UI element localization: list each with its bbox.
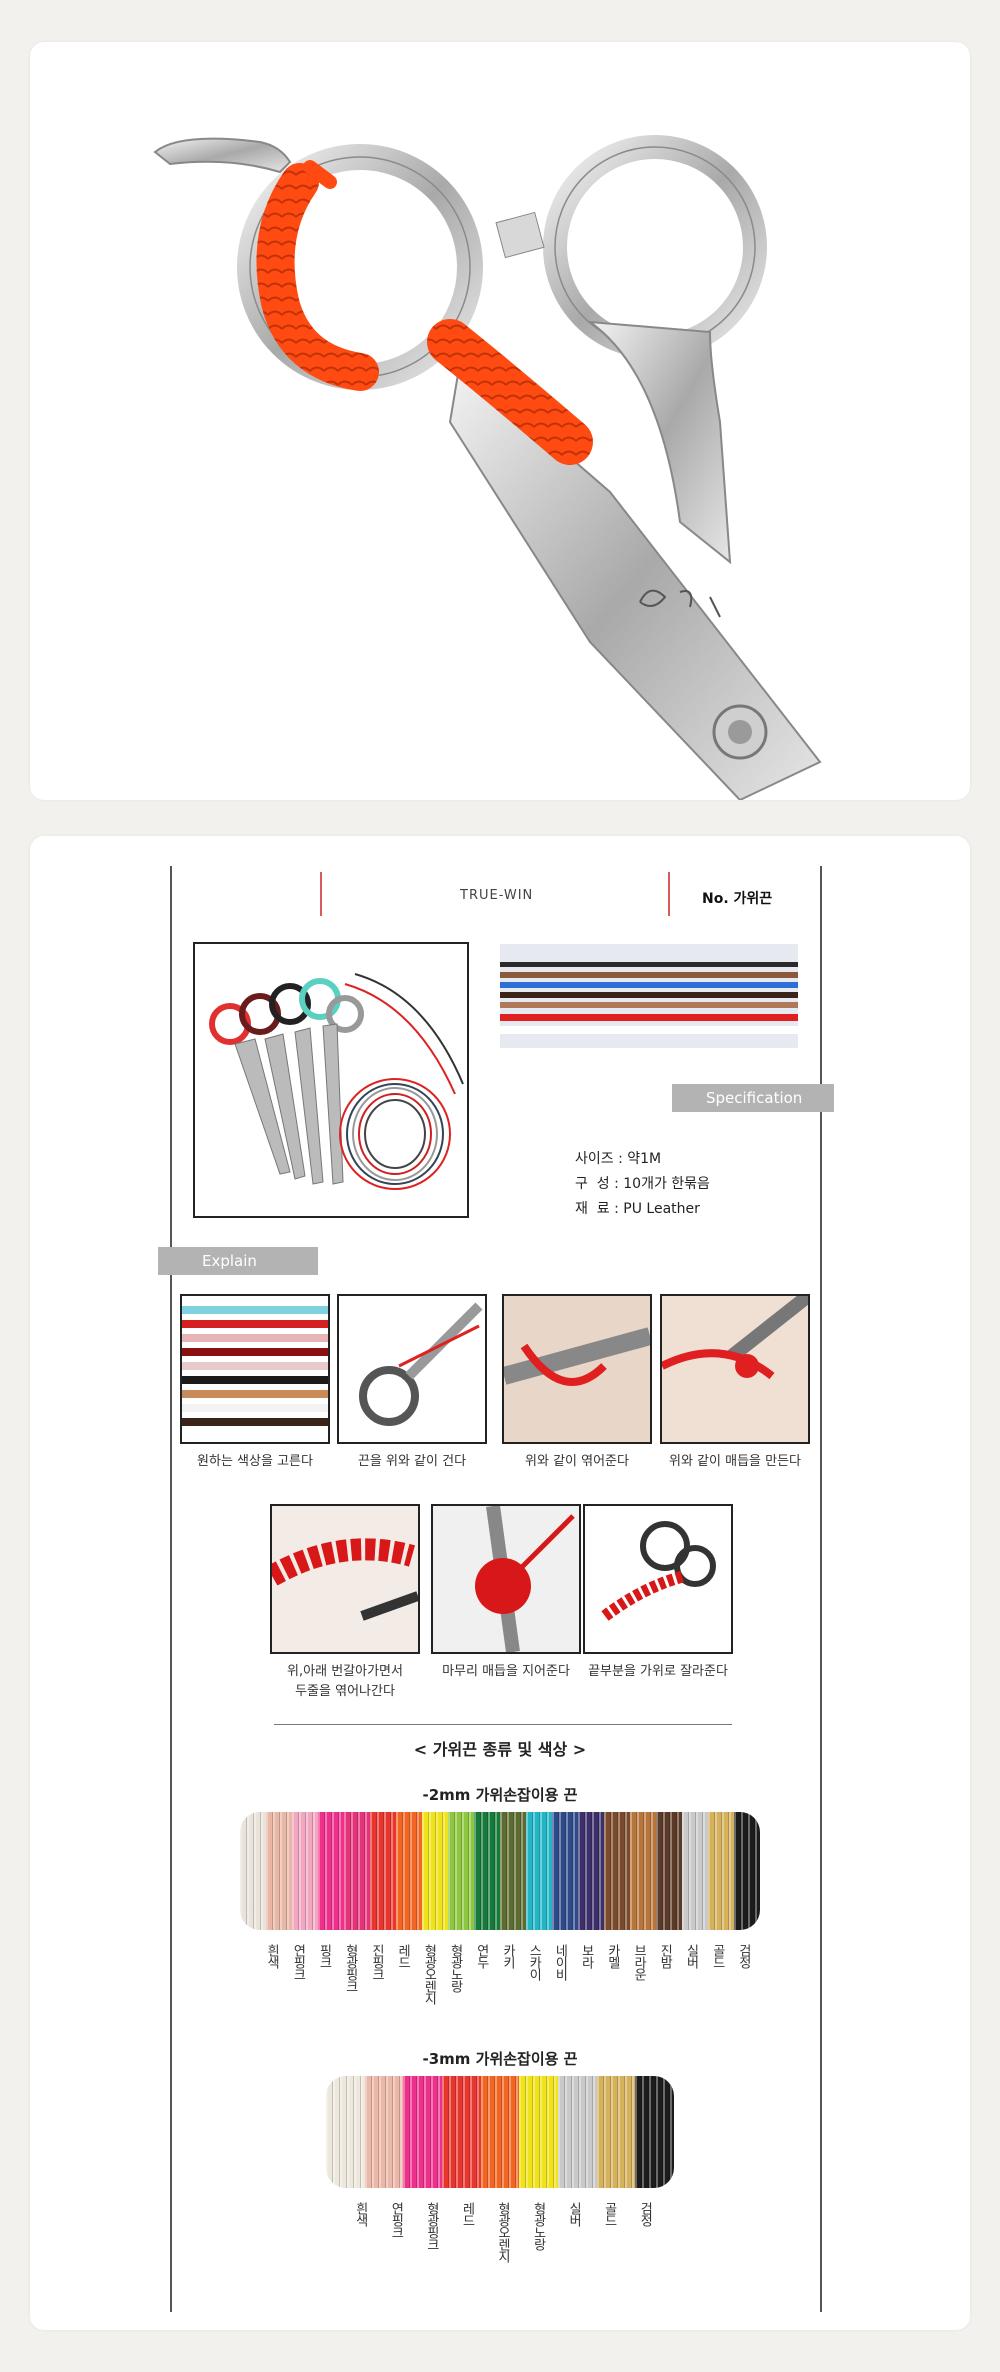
- color-name-label: 흰색: [264, 1944, 280, 1968]
- 2mm-color-band: [240, 1812, 760, 1930]
- color-name-label: 브라운: [631, 1944, 647, 1980]
- cord-color-swatch: [344, 1812, 370, 1930]
- color-name-label: 네이비: [552, 1944, 568, 1980]
- color-name-label: 연두: [473, 1944, 489, 1968]
- cord-color-swatch: [318, 1812, 344, 1930]
- 2mm-title: -2mm 가위손잡이용 끈: [422, 1786, 578, 1804]
- cord-color-swatch: [635, 2076, 674, 2188]
- explain-tag: Explain: [158, 1247, 318, 1275]
- catalog-title: < 가위끈 종류 및 색상 >: [413, 1740, 587, 1759]
- cord-color-swatch: [552, 1812, 578, 1930]
- cord-color-swatch: [708, 1812, 734, 1930]
- step-caption-7: 끝부분을 가위로 잘라준다: [588, 1664, 728, 1679]
- step-caption-1: 원하는 색상을 고른다: [197, 1454, 313, 1469]
- cord-color-swatch: [422, 1812, 448, 1930]
- color-name-label: 진핑크: [368, 1944, 384, 1980]
- product-number: No. 가위끈: [702, 891, 773, 907]
- cord-color-swatch: [682, 1812, 708, 1930]
- product-photo: [193, 942, 469, 1218]
- section-divider: [274, 1724, 732, 1725]
- right-border-line: [820, 866, 822, 2312]
- color-name-label: 연핑크: [388, 2202, 404, 2238]
- cord-color-swatch: [396, 1812, 422, 1930]
- color-name-label: 보라: [578, 1944, 594, 1968]
- color-name-label: 형광오렌지: [421, 1944, 437, 2004]
- cord-color-swatch: [526, 1812, 552, 1930]
- spec-card: TRUE-WIN No. 가위끈: [30, 836, 970, 2330]
- cord-color-swatch: [519, 2076, 559, 2188]
- step-photo-5: [270, 1504, 420, 1654]
- cord-swatch-photo: [500, 944, 798, 1048]
- cord-color-swatch: [403, 2076, 443, 2188]
- 3mm-color-band: [326, 2076, 674, 2188]
- specification-tag: Specification: [672, 1084, 834, 1112]
- cord-color-swatch: [630, 1812, 656, 1930]
- color-name-label: 형광노랑: [447, 1944, 463, 1992]
- color-name-label: 진밤: [657, 1944, 673, 1968]
- color-name-label: 실버: [566, 2202, 582, 2226]
- hero-card: [30, 42, 970, 800]
- step-caption-2: 끈을 위와 같이 건다: [357, 1454, 467, 1469]
- header-divider: [320, 872, 322, 916]
- cord-color-swatch: [474, 1812, 500, 1930]
- step-photo-3: [502, 1294, 652, 1444]
- color-name-label: 레드: [459, 2202, 475, 2226]
- color-name-label: 스카이: [526, 1944, 542, 1980]
- 3mm-title: -3mm 가위손잡이용 끈: [422, 2050, 578, 2068]
- header-divider: [668, 872, 670, 916]
- step-photo-7: [583, 1504, 733, 1654]
- spec-composition: 구 성 : 10개가 한묶음: [575, 1176, 710, 1192]
- color-name-label: 검정: [637, 2202, 653, 2226]
- cord-color-swatch: [656, 1812, 682, 1930]
- cord-color-swatch: [442, 2076, 481, 2188]
- cord-color-swatch: [292, 1812, 318, 1930]
- step-photo-6: [431, 1504, 581, 1654]
- step-photo-2: [337, 1294, 487, 1444]
- color-name-label: 연핑크: [290, 1944, 306, 1980]
- cord-color-swatch: [480, 2076, 520, 2188]
- color-name-label: 골드: [601, 2202, 617, 2226]
- cord-color-swatch: [448, 1812, 474, 1930]
- cord-color-swatch: [604, 1812, 630, 1930]
- step-photo-1: [180, 1294, 330, 1444]
- color-name-label: 레드: [395, 1944, 411, 1968]
- color-name-label: 형광오렌지: [495, 2202, 510, 2262]
- step-caption-5: 위,아래 번갈아가면서 두줄을 엮어나간다: [287, 1664, 403, 1699]
- step-caption-3: 위와 같이 엮어준다: [525, 1454, 629, 1469]
- step-caption-6: 마무리 매듭을 지어준다: [442, 1664, 570, 1679]
- cord-color-swatch: [558, 2076, 597, 2188]
- color-name-label: 흰색: [352, 2202, 368, 2226]
- color-name-label: 형광핑크: [423, 2202, 439, 2250]
- color-name-label: 형광노랑: [530, 2202, 546, 2250]
- step-photo-4: [660, 1294, 810, 1444]
- cord-color-swatch: [364, 2076, 404, 2188]
- color-name-label: 검정: [735, 1944, 751, 1968]
- left-border-line: [170, 866, 172, 2312]
- cord-color-swatch: [596, 2076, 636, 2188]
- spec-material: 재 료 : PU Leather: [575, 1201, 700, 1217]
- color-name-label: 골드: [709, 1944, 725, 1968]
- color-name-label: 카멜: [604, 1944, 620, 1968]
- cord-color-swatch: [500, 1812, 526, 1930]
- color-name-label: 실버: [683, 1944, 699, 1968]
- cord-color-swatch: [326, 2076, 365, 2188]
- cord-color-swatch: [370, 1812, 396, 1930]
- cord-color-swatch: [578, 1812, 604, 1930]
- cord-color-swatch: [240, 1812, 266, 1930]
- bundle-scissors-illustration: [209, 973, 464, 1190]
- brand-text: TRUE-WIN: [460, 888, 534, 903]
- cord-color-swatch: [734, 1812, 760, 1930]
- scissors-illustration: [153, 135, 822, 800]
- color-name-label: 핑크: [316, 1944, 332, 1968]
- color-name-label: 카키: [500, 1944, 515, 1968]
- step-caption-4: 위와 같이 매듭을 만든다: [669, 1454, 801, 1469]
- color-name-label: 형광핑크: [342, 1944, 358, 1992]
- spec-size: 사이즈 : 약1M: [575, 1151, 662, 1167]
- cord-color-swatch: [266, 1812, 292, 1930]
